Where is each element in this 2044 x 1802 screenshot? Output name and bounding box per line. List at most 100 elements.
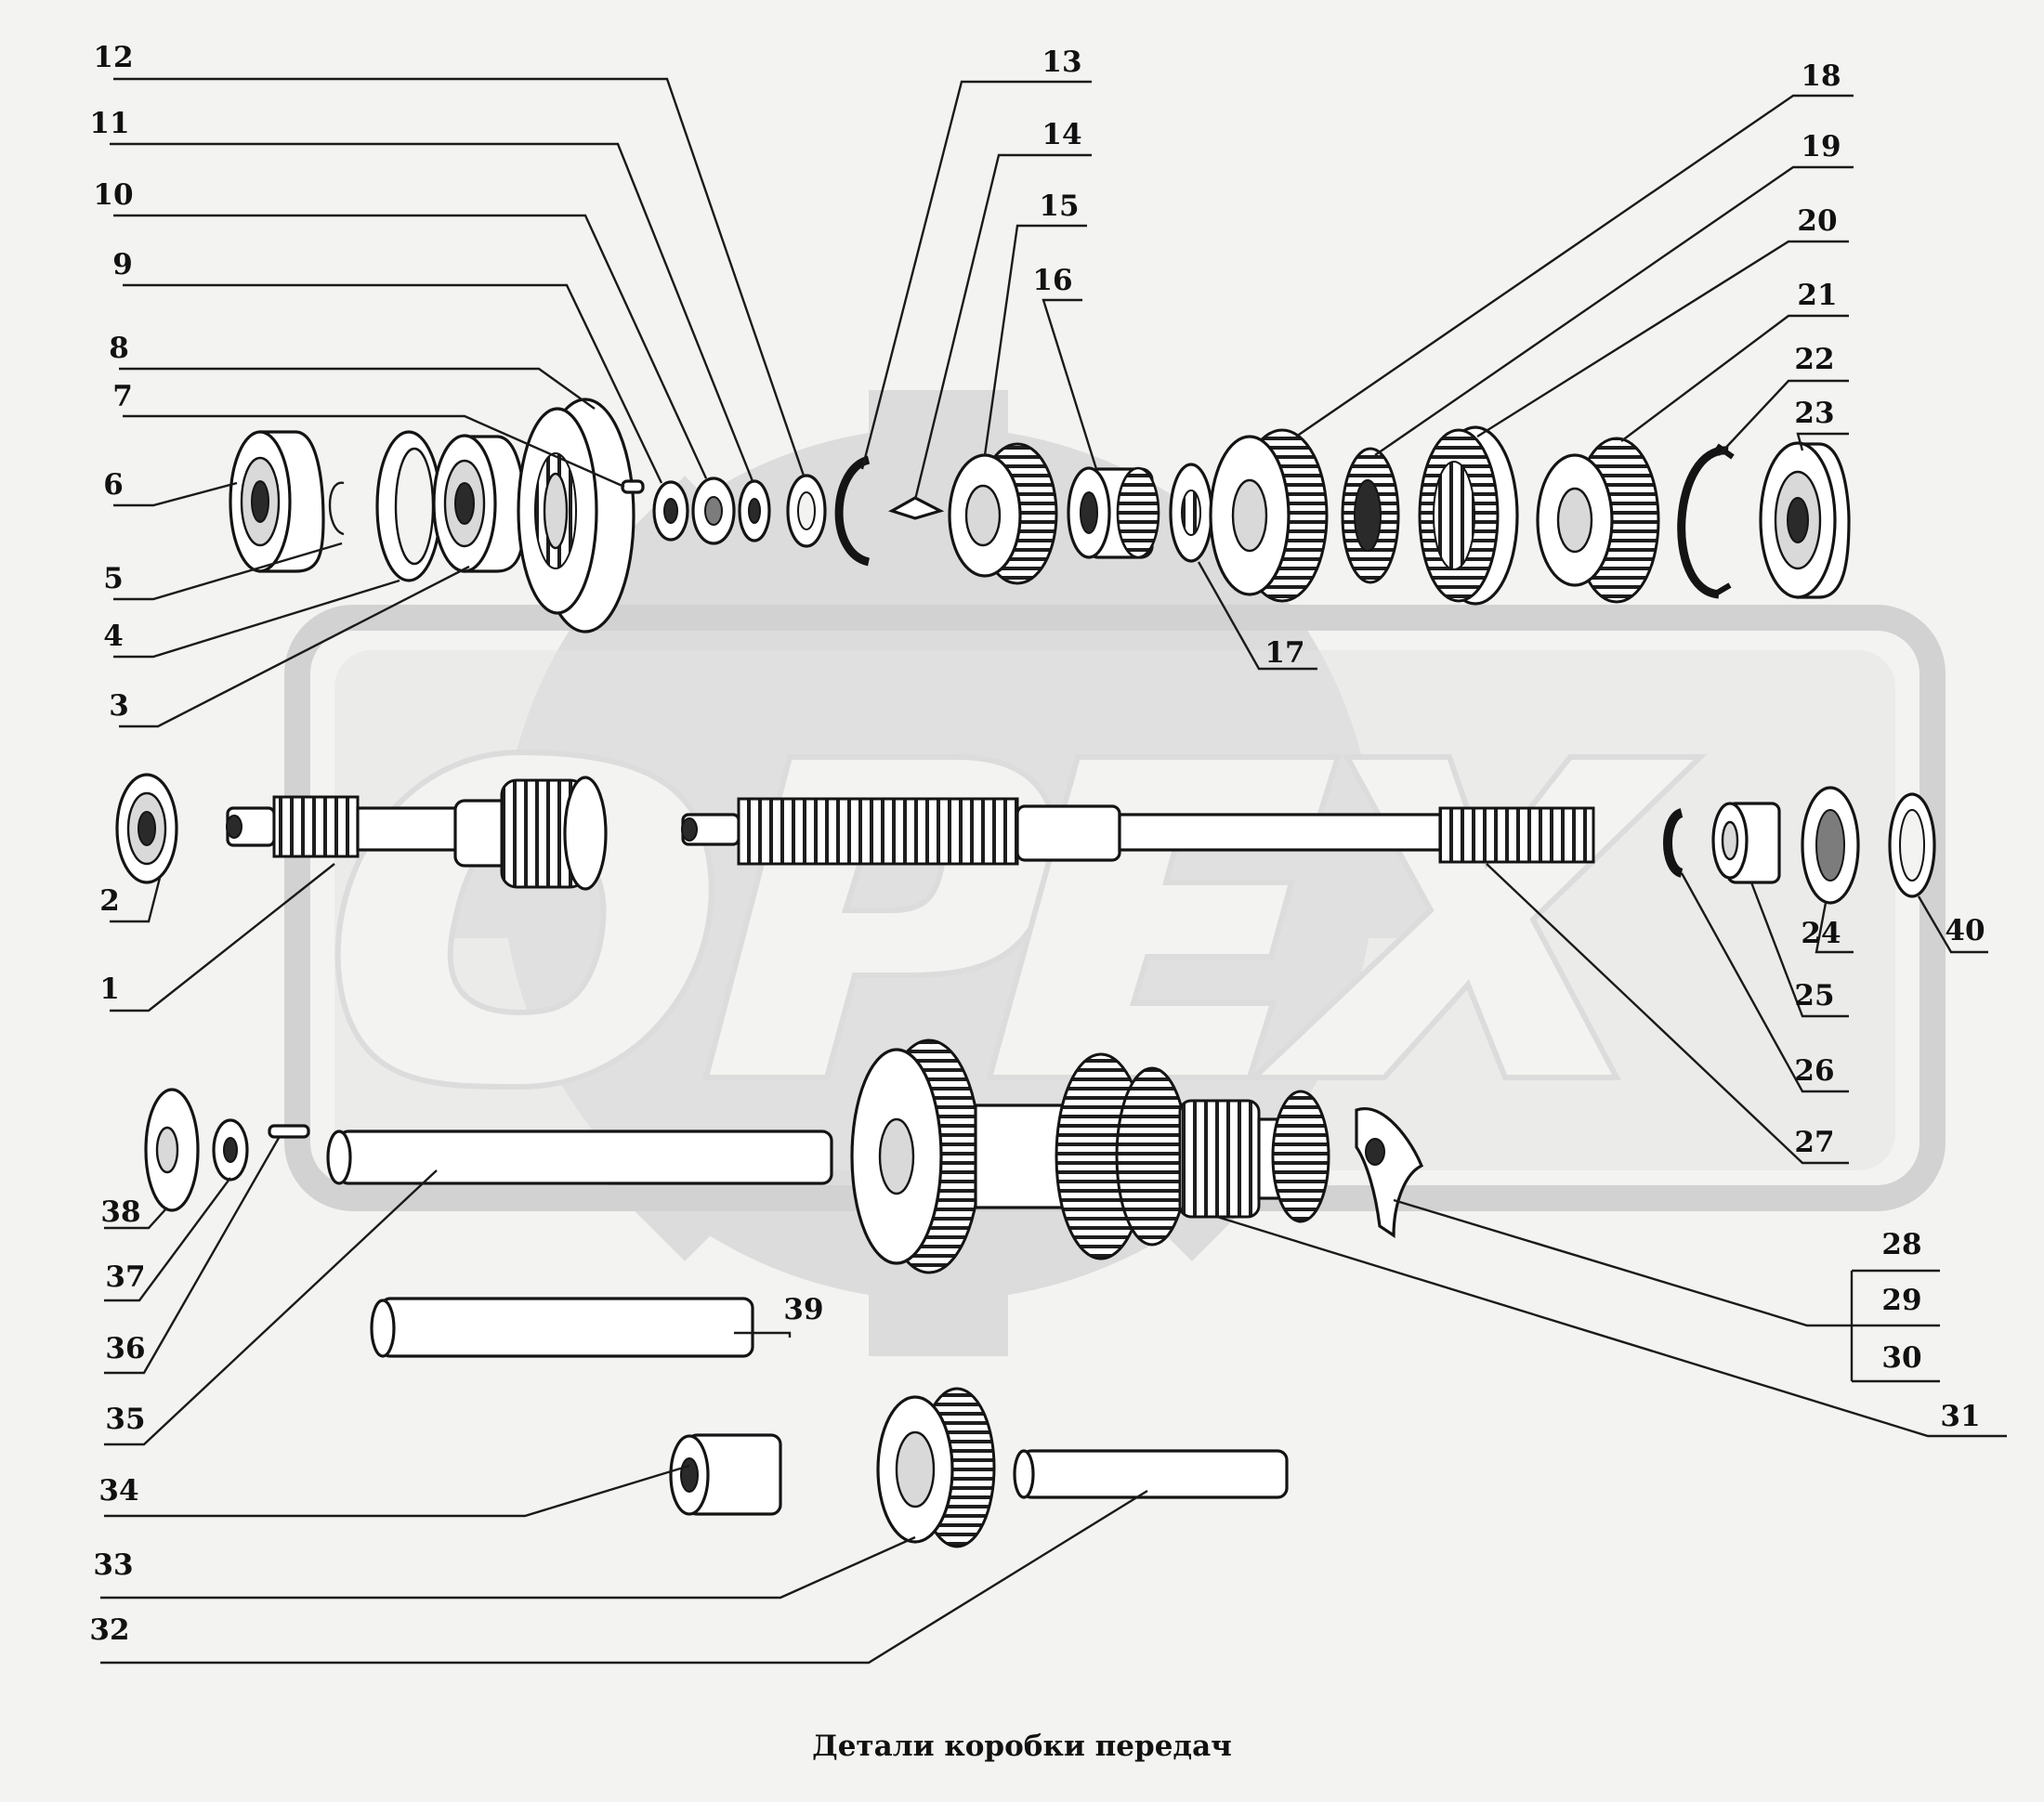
callout-label-40: 40 xyxy=(1945,914,1985,947)
part-35-shaft xyxy=(326,1130,833,1185)
leader-lines xyxy=(100,77,2007,1665)
callout-label-13: 13 xyxy=(1042,46,1081,79)
leader-36 xyxy=(104,1137,281,1375)
part-37-nut xyxy=(212,1118,249,1182)
leader-12 xyxy=(113,77,806,477)
part-14-key xyxy=(888,496,945,520)
part-15-gear xyxy=(948,442,1058,585)
part-9-nut xyxy=(652,480,689,542)
callout-label-34: 34 xyxy=(98,1474,138,1508)
callout-label-31: 31 xyxy=(1940,1400,1980,1433)
callout-label-20: 20 xyxy=(1797,204,1837,238)
leader-9 xyxy=(123,283,663,484)
callout-label-39: 39 xyxy=(783,1293,823,1326)
callout-label-24: 24 xyxy=(1801,917,1841,950)
part-16-sleeve xyxy=(1067,466,1160,559)
leader-39 xyxy=(734,1331,792,1338)
part-4-snap-ring xyxy=(375,430,442,582)
callout-label-37: 37 xyxy=(105,1260,145,1294)
part-32-shaft xyxy=(1013,1449,1289,1499)
callout-label-29: 29 xyxy=(1881,1284,1921,1317)
callout-label-35: 35 xyxy=(105,1403,145,1436)
leader-3 xyxy=(119,565,470,728)
part-20-hub xyxy=(1418,425,1519,606)
part-34-bushing xyxy=(669,1433,782,1516)
callout-label-28: 28 xyxy=(1881,1228,1921,1261)
part-19-ring xyxy=(1341,447,1400,584)
part-38-washer xyxy=(144,1088,200,1212)
part-8-cover xyxy=(517,398,635,633)
callout-label-5: 5 xyxy=(103,562,124,595)
callout-label-11: 11 xyxy=(89,107,129,140)
leader-6 xyxy=(113,481,238,507)
leader-22 xyxy=(1718,379,1849,456)
part-24-bearing xyxy=(1801,786,1860,905)
leader-16 xyxy=(1042,298,1098,470)
leader-15 xyxy=(983,224,1087,456)
part-23-bearing xyxy=(1759,441,1851,599)
callout-label-22: 22 xyxy=(1794,343,1834,376)
part-27-main-shaft xyxy=(681,797,1595,866)
callout-label-8: 8 xyxy=(109,332,129,365)
leader-14 xyxy=(913,153,1092,501)
part-1-input-shaft xyxy=(226,776,608,891)
leader-27 xyxy=(1486,863,1849,1165)
part-18-gear xyxy=(1209,428,1329,603)
callout-label-21: 21 xyxy=(1797,279,1837,312)
leader-32 xyxy=(100,1489,1148,1665)
part-39-shaft xyxy=(370,1297,754,1358)
leader-4 xyxy=(113,579,400,659)
callout-label-26: 26 xyxy=(1794,1054,1834,1088)
part-21-gear xyxy=(1536,437,1660,604)
callout-label-7: 7 xyxy=(112,380,133,413)
leader-37 xyxy=(104,1177,231,1302)
callout-label-23: 23 xyxy=(1794,397,1834,430)
callout-label-30: 30 xyxy=(1881,1341,1921,1375)
part-36-key xyxy=(268,1124,310,1139)
leader-24 xyxy=(1815,902,1854,954)
callout-label-36: 36 xyxy=(105,1332,145,1365)
leader-25 xyxy=(1749,881,1849,1018)
callout-label-2: 2 xyxy=(99,884,120,918)
leader-18 xyxy=(1295,94,1854,437)
leader-35 xyxy=(104,1169,438,1446)
leader-29 xyxy=(1393,1198,1852,1327)
part-33-gear xyxy=(876,1387,996,1548)
leader-7 xyxy=(123,414,625,489)
leader-1 xyxy=(110,863,335,1012)
callout-label-38: 38 xyxy=(100,1195,140,1229)
leader-31 xyxy=(1216,1215,2007,1438)
leader-20 xyxy=(1476,240,1849,438)
part-25-sleeve xyxy=(1711,802,1781,884)
callout-label-14: 14 xyxy=(1042,118,1081,151)
callout-label-15: 15 xyxy=(1039,189,1079,223)
part-13-circlip xyxy=(834,455,871,567)
part-5-circlip xyxy=(328,481,345,536)
part-11-washer xyxy=(738,479,771,542)
callout-label-12: 12 xyxy=(93,41,133,74)
leader-8 xyxy=(119,367,596,410)
leader-13 xyxy=(860,80,1092,470)
leader-19 xyxy=(1374,165,1854,456)
callout-label-18: 18 xyxy=(1801,59,1841,93)
callout-label-17: 17 xyxy=(1264,636,1304,670)
callout-label-9: 9 xyxy=(112,248,133,281)
leader-21 xyxy=(1620,314,1849,442)
callout-label-10: 10 xyxy=(93,178,133,212)
leader-23 xyxy=(1796,432,1849,451)
part-26-circlip xyxy=(1663,808,1684,878)
part-40-washer xyxy=(1888,792,1936,898)
callout-label-33: 33 xyxy=(93,1548,133,1582)
part-3-bearing xyxy=(432,434,527,573)
callout-label-6: 6 xyxy=(103,468,124,502)
leader-11 xyxy=(110,142,754,482)
callout-label-27: 27 xyxy=(1794,1126,1834,1159)
callout-label-1: 1 xyxy=(99,973,120,1006)
callout-label-16: 16 xyxy=(1032,264,1072,297)
leader-2 xyxy=(110,877,162,923)
part-22-snap-ring xyxy=(1677,443,1735,599)
leader-10 xyxy=(113,214,708,479)
leader-5 xyxy=(113,542,343,601)
